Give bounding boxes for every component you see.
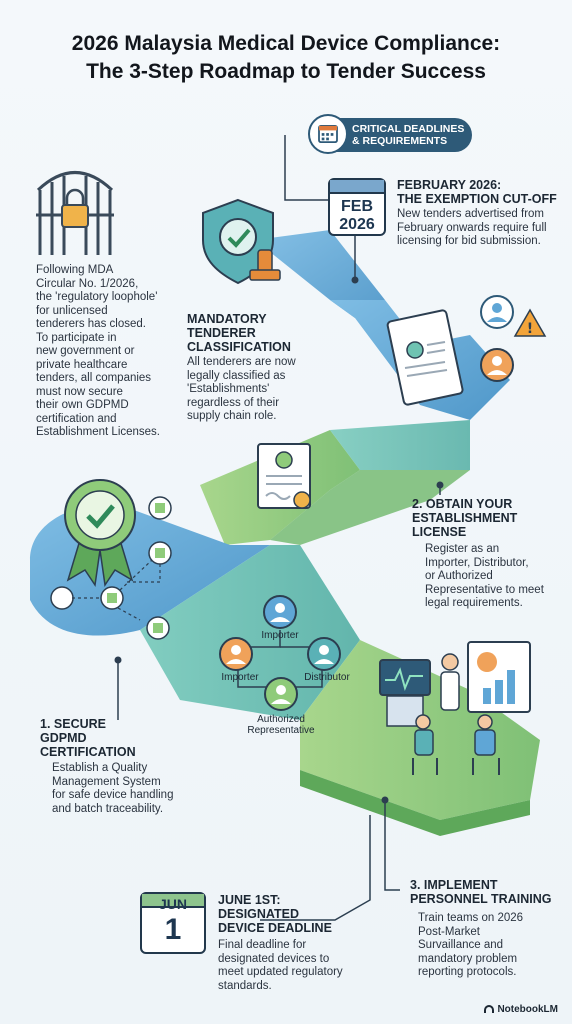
june-body: Final deadline for designated devices to… xyxy=(218,939,368,993)
step-2-body-line: legal requirements. xyxy=(425,597,523,609)
step-1-heading: 1. SECURE GDPMD CERTIFICATION xyxy=(40,717,180,759)
intro-line: Circular No. 1/2026, xyxy=(36,277,139,290)
step-2-body-line: Importer, Distributor, xyxy=(425,556,529,569)
brand-label: NotebookLM xyxy=(497,1004,558,1015)
step-3-body-line: mandatory problem xyxy=(418,952,518,965)
step-2-body-line: or Authorized xyxy=(425,570,493,582)
step-3-body-line: Post-Market xyxy=(418,925,480,938)
license-document-icon: ! xyxy=(386,295,547,406)
feb-heading-line-1: FEBRUARY 2026: xyxy=(397,178,502,192)
page-title: 2026 Malaysia Medical Device Compliance:… xyxy=(0,30,572,86)
intro-line: tenderers has closed. xyxy=(36,318,146,330)
locked-gate-icon xyxy=(36,171,114,255)
step-3-body-line: reporting protocols. xyxy=(418,966,517,978)
intro-line: the 'regulatory loophole' xyxy=(36,291,158,303)
june-body-line: meet updated regulatory xyxy=(218,966,343,978)
step-3-body-line: Train teams on 2026 xyxy=(418,912,524,924)
intro-line: To participate in xyxy=(36,331,117,344)
step-3-body: Train teams on 2026 Post-Market Survaill… xyxy=(418,912,568,980)
mandatory-heading-line: TENDERER xyxy=(187,326,256,340)
title-line-2: The 3-Step Roadmap to Tender Success xyxy=(86,60,486,83)
feb-body-line: licensing for bid submission. xyxy=(397,235,541,247)
intro-text: Following MDA Circular No. 1/2026, the '… xyxy=(36,264,186,440)
step-3-heading-line: PERSONNEL TRAINING xyxy=(410,892,552,906)
step-2-heading: 2. OBTAIN YOUR ESTABLISHMENT LICENSE xyxy=(412,497,562,539)
feb-heading-line-2: THE EXEMPTION CUT-OFF xyxy=(397,192,557,206)
step-1-body-line: and batch traceability. xyxy=(52,802,164,815)
june-calendar: JUN 1 xyxy=(140,892,206,954)
intro-line: for unlicensed xyxy=(36,304,108,317)
june-body-line: designated devices to xyxy=(218,952,330,965)
feb-month: FEB xyxy=(341,198,373,215)
step-2-body-line: Register as an xyxy=(425,543,500,555)
step-3-heading: 3. IMPLEMENT PERSONNEL TRAINING xyxy=(410,878,570,906)
step-1-body-line: Management System xyxy=(52,775,161,788)
june-heading-line: DESIGNATED xyxy=(218,907,300,921)
mandatory-body-line: legally classified as xyxy=(187,369,286,382)
june-heading: JUNE 1ST: DESIGNATED DEVICE DEADLINE xyxy=(218,893,368,935)
feb-body-line: New tenders advertised from xyxy=(397,208,545,220)
june-heading-line: DEVICE DEADLINE xyxy=(218,921,332,935)
mandatory-body-line: regardless of their xyxy=(187,396,280,409)
mandatory-heading-line: CLASSIFICATION xyxy=(187,340,291,354)
june-body-line: standards. xyxy=(218,979,272,992)
deadlines-line-1: CRITICAL DEADLINES xyxy=(352,123,465,135)
step-3-heading-line: 3. IMPLEMENT xyxy=(410,878,498,892)
mandatory-body-line: 'Establishments' xyxy=(187,383,270,395)
feb-calendar: FEB 2026 xyxy=(328,178,386,236)
authorized-rep-label: Authorized Representative xyxy=(236,714,326,736)
svg-text:!: ! xyxy=(527,321,533,337)
importer-top-label: Importer xyxy=(261,630,299,641)
step-3-body-line: Survaillance and xyxy=(418,939,504,951)
intro-line: Establishment Licenses. xyxy=(36,426,161,438)
step-2-heading-line: 2. OBTAIN YOUR xyxy=(412,497,513,511)
step-1-body: Establish a Quality Management System fo… xyxy=(52,762,202,816)
step-2-body: Register as an Importer, Distributor, or… xyxy=(425,543,570,611)
intro-line: must now secure xyxy=(36,385,123,398)
step-1-heading-line: GDPMD xyxy=(40,731,87,745)
notebooklm-logo-icon xyxy=(484,1005,495,1014)
authorized-rep-label-line: Representative xyxy=(247,725,315,736)
gdpmd-award-icon xyxy=(50,479,172,640)
mandatory-heading: MANDATORY TENDERER CLASSIFICATION xyxy=(187,312,327,354)
step-2-heading-line: LICENSE xyxy=(412,525,467,539)
certificate-icon xyxy=(257,443,311,509)
intro-line: certification and xyxy=(36,412,117,425)
intro-line: tenders, all companies xyxy=(36,372,152,384)
june-heading-line: JUNE 1ST: xyxy=(218,893,281,907)
deadlines-line-2: & REQUIREMENTS xyxy=(352,135,448,147)
step-2-body-line: Representative to meet xyxy=(425,583,544,596)
title-line-1: 2026 Malaysia Medical Device Compliance: xyxy=(71,32,501,55)
role-network-diagram xyxy=(219,595,341,711)
intro-line: their own GDPMD xyxy=(36,399,129,411)
step-1-heading-line: CERTIFICATION xyxy=(40,745,136,759)
feb-body-line: February onwards require full xyxy=(397,221,547,234)
mandatory-body-line: supply chain role. xyxy=(187,410,277,422)
mandatory-body: All tenderers are now legally classified… xyxy=(187,356,327,424)
intro-line: Following MDA xyxy=(36,264,114,276)
notebooklm-brand: NotebookLM xyxy=(484,1004,558,1015)
step-1-body-line: for safe device handling xyxy=(52,789,174,801)
training-scene-illustration xyxy=(379,641,531,775)
step-2-heading-line: ESTABLISHMENT xyxy=(412,511,518,525)
mandatory-body-line: All tenderers are now xyxy=(187,356,296,368)
importer-left-label: Importer xyxy=(221,672,259,683)
feb-heading: FEBRUARY 2026: THE EXEMPTION CUT-OFF xyxy=(397,178,567,206)
feb-year: 2026 xyxy=(339,216,375,233)
step-1-heading-line: 1. SECURE xyxy=(40,717,106,731)
intro-line: new government or xyxy=(36,345,135,357)
feb-body: New tenders advertised from February onw… xyxy=(397,208,569,249)
june-month: JUN xyxy=(158,896,187,912)
distributor-label: Distributor xyxy=(304,672,350,683)
step-1-body-line: Establish a Quality xyxy=(52,762,148,774)
june-body-line: Final deadline for xyxy=(218,939,307,951)
intro-line: private healthcare xyxy=(36,358,128,371)
june-day: 1 xyxy=(164,913,182,946)
mandatory-heading-line: MANDATORY xyxy=(187,312,267,326)
calendar-icon xyxy=(308,114,348,154)
authorized-rep-label-line: Authorized xyxy=(257,714,305,725)
shield-check-icon xyxy=(202,198,281,285)
